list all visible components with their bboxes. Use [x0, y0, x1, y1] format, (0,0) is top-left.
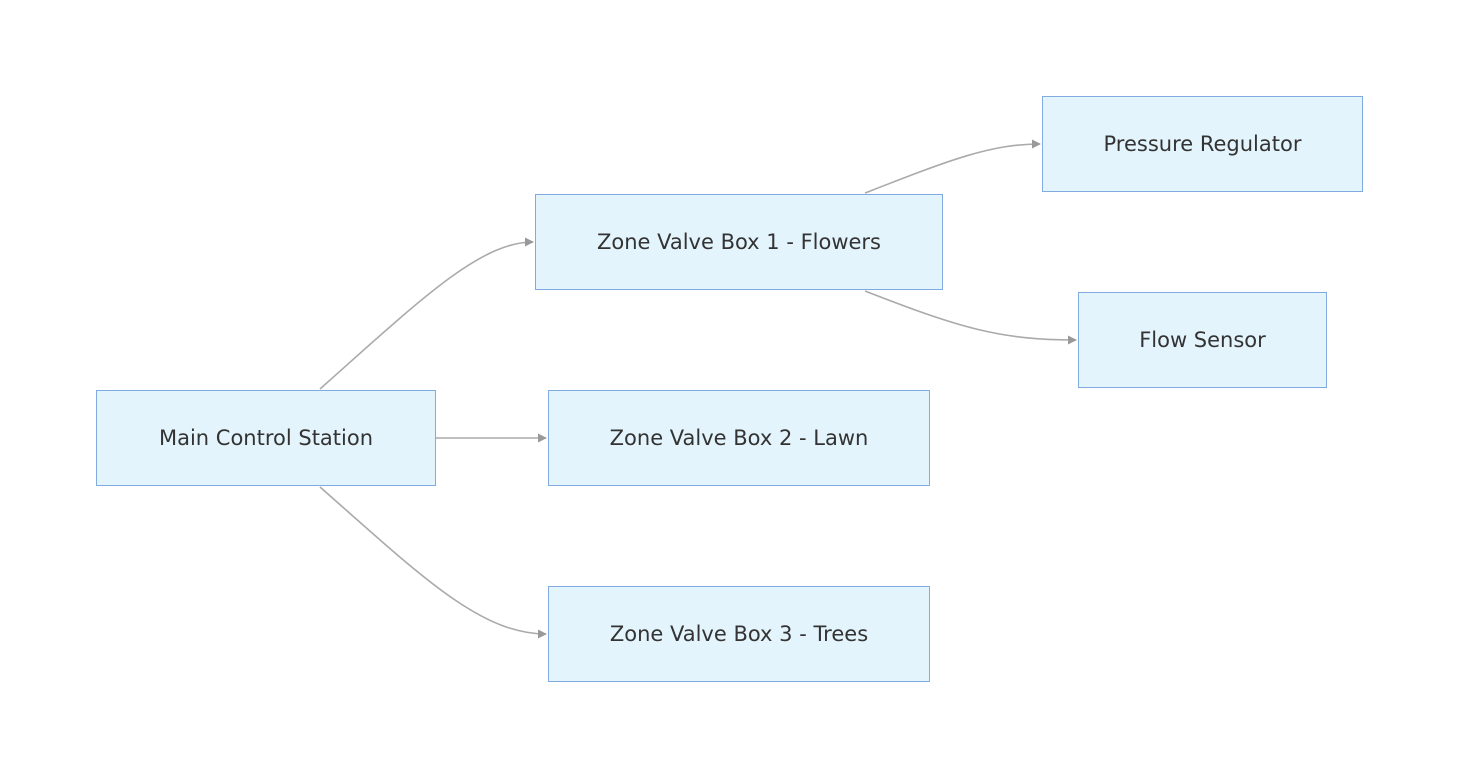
- node-label: Main Control Station: [158, 426, 374, 450]
- edge-zone1-to-flow: [864, 290, 1077, 345]
- node-label: Zone Valve Box 1 - Flowers: [596, 230, 882, 254]
- edge-main-to-zone3: [319, 486, 547, 639]
- node-label: Flow Sensor: [1139, 328, 1266, 352]
- node-zone-valve-box-1: Zone Valve Box 1 - Flowers: [535, 194, 943, 290]
- node-pressure-regulator: Pressure Regulator: [1042, 96, 1363, 192]
- node-zone-valve-box-2: Zone Valve Box 2 - Lawn: [548, 390, 930, 486]
- node-main-control-station: Main Control Station: [96, 390, 436, 486]
- edge-zone1-to-pressure: [864, 139, 1041, 194]
- node-label: Zone Valve Box 2 - Lawn: [609, 426, 869, 450]
- node-label: Zone Valve Box 3 - Trees: [609, 622, 869, 646]
- node-flow-sensor: Flow Sensor: [1078, 292, 1327, 388]
- node-label: Pressure Regulator: [1103, 132, 1302, 156]
- node-zone-valve-box-3: Zone Valve Box 3 - Trees: [548, 586, 930, 682]
- edge-main-to-zone1: [319, 237, 534, 390]
